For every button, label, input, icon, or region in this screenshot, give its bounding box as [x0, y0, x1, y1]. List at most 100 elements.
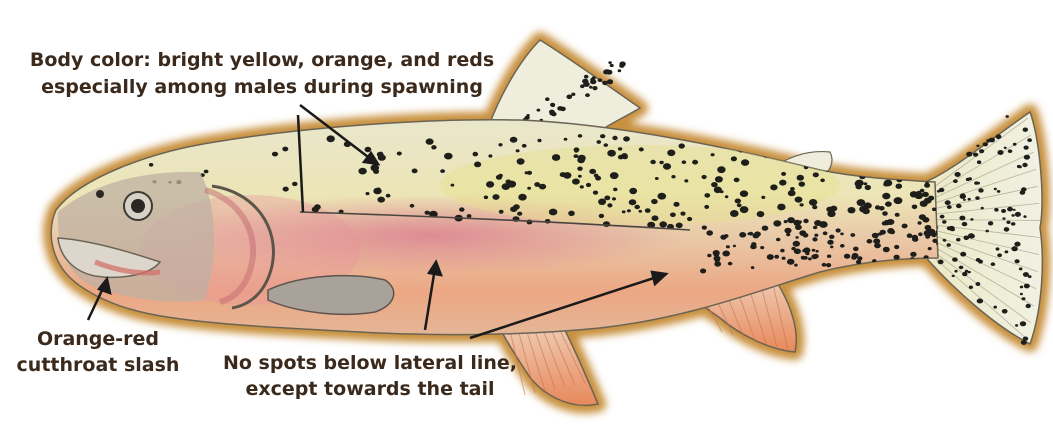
- spot: [552, 154, 560, 161]
- spot: [894, 197, 903, 204]
- spot: [663, 163, 671, 170]
- spot: [1015, 324, 1018, 327]
- spot: [856, 260, 861, 264]
- spot: [608, 61, 612, 64]
- spot: [1008, 149, 1013, 153]
- spot: [590, 79, 596, 84]
- spot: [292, 182, 298, 186]
- spot: [365, 147, 372, 152]
- spot: [1026, 304, 1031, 308]
- spot: [659, 161, 663, 164]
- spot: [959, 266, 964, 270]
- spot: [1002, 217, 1005, 219]
- spot: [947, 243, 951, 247]
- spot: [767, 254, 774, 260]
- spot: [722, 251, 730, 257]
- spot: [932, 208, 936, 212]
- spot: [782, 257, 786, 260]
- spot: [459, 207, 464, 211]
- spot: [960, 252, 966, 257]
- spot: [730, 136, 737, 142]
- spot: [572, 179, 580, 185]
- spot: [1017, 165, 1021, 168]
- spot: [902, 224, 908, 229]
- spot: [731, 156, 737, 161]
- spot: [882, 193, 890, 200]
- spot: [720, 235, 726, 240]
- spot: [978, 260, 983, 264]
- spot: [1023, 128, 1028, 132]
- spot: [425, 211, 430, 215]
- spot: [855, 180, 864, 187]
- spot: [618, 147, 622, 150]
- spot: [600, 134, 605, 138]
- spot: [551, 112, 557, 116]
- spot: [700, 269, 706, 274]
- spot: [704, 193, 710, 198]
- spot: [1011, 214, 1014, 217]
- spot: [861, 164, 865, 167]
- spot: [1014, 242, 1020, 247]
- spot: [473, 152, 479, 157]
- spot: [737, 203, 742, 207]
- spot: [876, 153, 880, 156]
- spot: [754, 231, 761, 236]
- spot: [887, 228, 894, 234]
- spot: [822, 263, 827, 267]
- spot: [711, 182, 718, 187]
- spot: [882, 211, 888, 216]
- spot: [550, 103, 555, 107]
- spot: [928, 247, 932, 250]
- spot: [684, 179, 688, 182]
- spot: [682, 160, 687, 164]
- spot: [272, 152, 278, 157]
- spot: [947, 205, 952, 209]
- spot: [968, 177, 972, 180]
- spot: [760, 246, 764, 249]
- spot: [826, 263, 831, 267]
- spot: [973, 153, 978, 157]
- spot: [603, 221, 610, 227]
- spots-line2: except towards the tail: [245, 378, 494, 400]
- spot: [589, 169, 596, 174]
- spot: [652, 215, 659, 221]
- spot: [598, 199, 606, 205]
- spot: [897, 166, 903, 171]
- spot: [358, 168, 366, 175]
- spot: [894, 245, 899, 249]
- spot: [412, 169, 418, 174]
- spot: [907, 233, 913, 238]
- spot: [711, 153, 715, 156]
- spot: [816, 250, 819, 253]
- spot: [574, 150, 578, 153]
- spot: [979, 149, 984, 153]
- spot: [963, 199, 966, 201]
- spot: [925, 235, 930, 239]
- spot: [510, 206, 517, 212]
- spot: [791, 139, 798, 145]
- spot: [726, 245, 730, 248]
- spot: [924, 183, 930, 188]
- spot: [779, 180, 786, 186]
- spot: [593, 191, 598, 195]
- spot: [762, 226, 769, 231]
- spot: [942, 220, 946, 224]
- spot: [516, 149, 520, 152]
- spot: [975, 196, 979, 200]
- spot: [872, 233, 879, 239]
- spot: [864, 202, 872, 208]
- spot: [578, 175, 582, 178]
- spot: [566, 95, 572, 100]
- spot: [991, 262, 996, 266]
- spot: [966, 152, 972, 157]
- spot: [1020, 321, 1026, 326]
- spot: [956, 204, 962, 208]
- spot: [440, 169, 445, 173]
- spot: [1020, 293, 1023, 295]
- spot: [639, 147, 644, 151]
- spot: [397, 152, 402, 156]
- spot: [751, 266, 755, 269]
- spot: [956, 238, 961, 242]
- spot: [204, 170, 209, 174]
